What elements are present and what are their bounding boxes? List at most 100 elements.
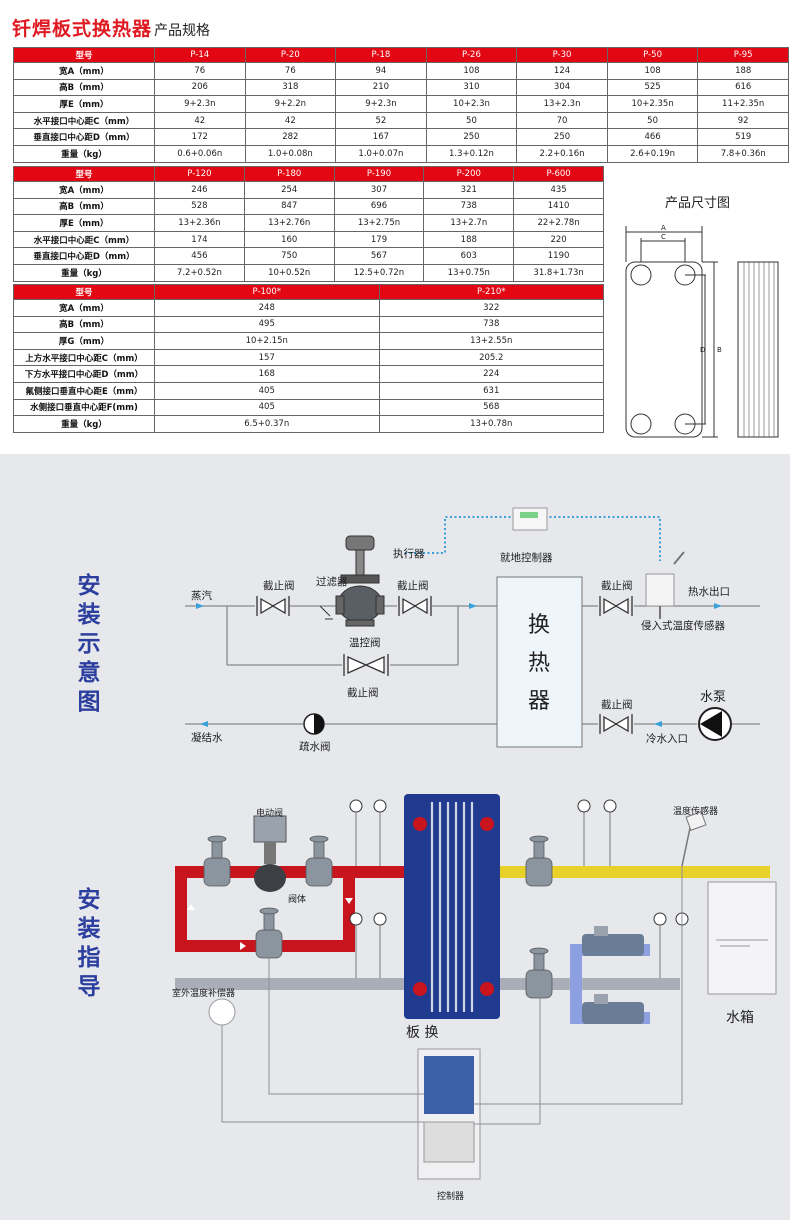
row-label-cell: 重量（kg） [13, 144, 155, 163]
row-label-cell: 厚E（mm） [13, 214, 155, 232]
row-label-cell: 垂直接口中心距D（mm） [13, 247, 155, 265]
value-cell: 1190 [513, 247, 604, 265]
row-label-cell: 宽A（mm） [13, 62, 155, 80]
row-label-cell: 高B（mm） [13, 78, 155, 97]
value-cell: 847 [243, 197, 335, 216]
schematic-side-label: 安装示意图 [77, 573, 101, 715]
value-cell: 92 [697, 111, 789, 130]
pump-icon [698, 707, 732, 741]
value-cell: 50 [606, 111, 699, 130]
filter-icon [319, 605, 333, 620]
value-cell: 9+2.3n [335, 95, 427, 113]
trap-icon [303, 713, 325, 735]
row-label-cell: 厚E（mm） [13, 95, 155, 113]
dim-a-label: A [661, 224, 666, 232]
value-cell: 76 [154, 62, 246, 80]
value-cell: 108 [606, 62, 699, 80]
value-cell: 310 [425, 78, 518, 97]
value-cell: 318 [244, 78, 337, 97]
value-cell: P-600 [513, 166, 604, 182]
row-label-cell: 宽A（mm） [13, 299, 155, 317]
value-cell: 172 [154, 128, 246, 146]
value-cell: 1.3+0.12n [425, 144, 518, 163]
controller-label: 控制器 [437, 1192, 465, 1202]
value-cell: 525 [606, 78, 699, 97]
water-tank-label: 水箱 [726, 1010, 754, 1026]
hot-water-out-label: 热水出口 [688, 586, 730, 598]
value-cell: 108 [425, 62, 518, 80]
row-label-cell: 垂直接口中心距D（mm） [13, 128, 155, 146]
value-cell: 220 [513, 230, 604, 249]
sensor-label: 侵入式温度传感器 [641, 620, 725, 632]
value-cell: 13+0.75n [423, 263, 515, 282]
value-cell: 76 [244, 62, 337, 80]
row-label-cell: 水侧接口垂直中心距F(mm) [13, 398, 155, 417]
motor-valve-icon [253, 815, 287, 892]
row-label-cell: 水平接口中心距C（mm） [13, 230, 155, 249]
value-cell: 10+2.15n [154, 332, 380, 350]
stop-valve-label-5: 截止阀 [601, 699, 633, 711]
value-cell: 9+2.2n [244, 95, 337, 113]
guide-temp-sensor-label: 温度传感器 [673, 807, 719, 817]
value-cell: 603 [423, 247, 515, 265]
value-cell: 13+0.78n [378, 415, 604, 433]
value-cell: 42 [244, 111, 337, 130]
value-cell: P-14 [154, 47, 246, 63]
value-cell: 246 [154, 181, 245, 199]
row-label-cell: 宽A（mm） [13, 181, 155, 199]
value-cell: P-180 [243, 166, 335, 182]
temp-sensor-icon [645, 551, 685, 619]
value-cell: 22+2.78n [513, 214, 604, 232]
value-cell: P-50 [606, 47, 699, 63]
value-cell: 10+0.52n [243, 263, 335, 282]
row-label-cell: 型号 [13, 284, 155, 300]
heat-exchanger-box [496, 576, 583, 748]
value-cell: 13+2.3n [516, 95, 608, 113]
local-controller-label: 就地控制器 [500, 552, 553, 564]
stop-valve-icon [256, 596, 633, 734]
motor-pump-icon [582, 926, 644, 1024]
value-cell: 1410 [513, 197, 604, 216]
value-cell: 616 [697, 78, 789, 97]
value-cell: P-26 [425, 47, 518, 63]
page-subtitle: 产品规格 [154, 23, 211, 39]
value-cell: 12.5+0.72n [333, 263, 425, 282]
value-cell: 282 [244, 128, 337, 146]
dim-c-label: C [661, 233, 666, 241]
value-cell: 188 [697, 62, 789, 80]
value-cell: 9+2.3n [154, 95, 246, 113]
value-cell: 70 [516, 111, 608, 130]
value-cell: 13+2.36n [154, 214, 245, 232]
value-cell: 495 [154, 315, 380, 334]
value-cell: P-18 [335, 47, 427, 63]
row-label-cell: 重量（kg） [13, 415, 155, 433]
value-cell: 124 [516, 62, 608, 80]
value-cell: 13+2.7n [423, 214, 515, 232]
row-label-cell: 重量（kg） [13, 263, 155, 282]
value-cell: P-190 [333, 166, 425, 182]
value-cell: 157 [154, 348, 380, 367]
row-label-cell: 高B（mm） [13, 197, 155, 216]
row-label-cell: 下方水平接口中心距D（mm） [13, 365, 155, 383]
value-cell: 52 [335, 111, 427, 130]
row-label-cell: 型号 [13, 47, 155, 63]
value-cell: 1.0+0.08n [244, 144, 337, 163]
stop-valve-label-1: 截止阀 [263, 580, 295, 592]
value-cell: P-210* [378, 284, 604, 300]
value-cell: 10+2.35n [606, 95, 699, 113]
temp-valve-label: 温控阀 [349, 637, 381, 649]
value-cell: 631 [378, 381, 604, 400]
installation-guide-diagram [175, 794, 777, 1180]
